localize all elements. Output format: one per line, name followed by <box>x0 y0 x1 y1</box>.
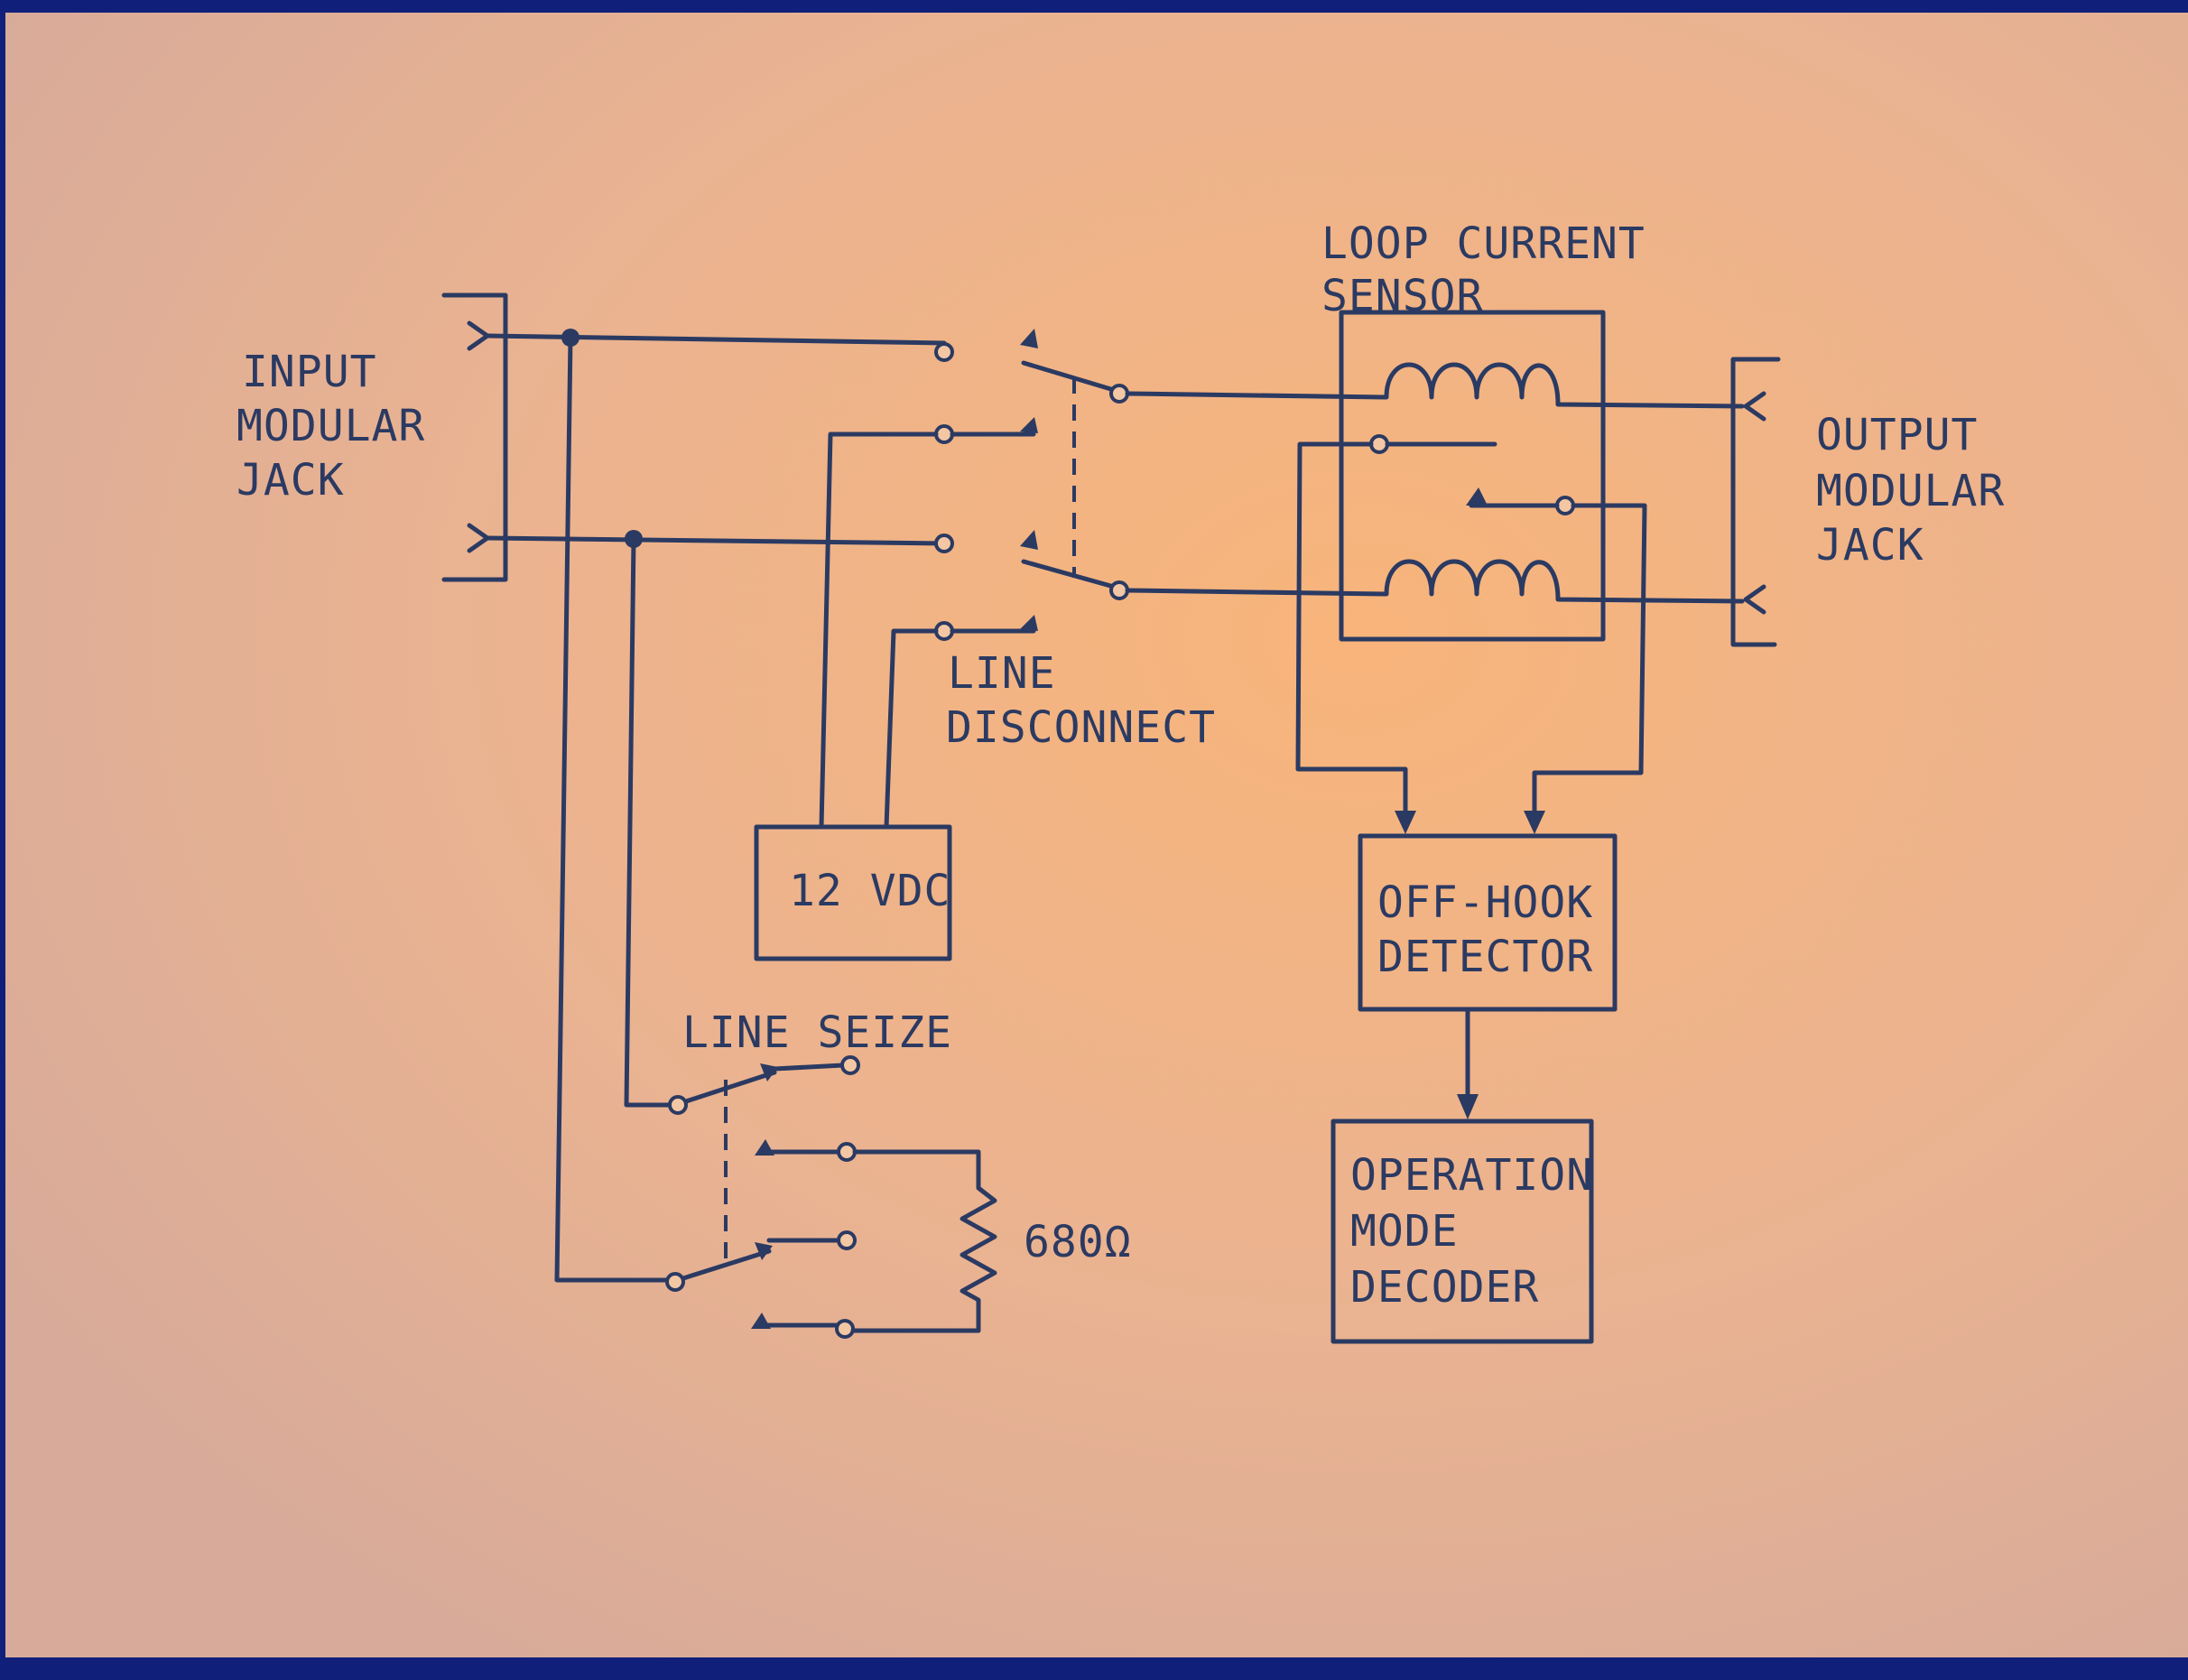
resistor-value-label: 680Ω <box>1024 1217 1132 1267</box>
off-hook-detector-block: OFF-HOOK DETECTOR <box>1358 833 1618 1012</box>
input-wires <box>485 329 947 1283</box>
input-jack-label-line-3: JACK <box>236 455 345 506</box>
decoder-label-line-1: OPERATION <box>1350 1150 1593 1201</box>
decoder-label-line-3: DECODER <box>1350 1262 1539 1313</box>
off-hook-label-line-2: DETECTOR <box>1377 932 1593 982</box>
line-disconnect-label-line-2: DISCONNECT <box>946 702 1216 753</box>
loop-current-sensor <box>1125 310 1745 642</box>
output-modular-jack <box>1730 357 1781 647</box>
loop-sensor-label-line-2: SENSOR <box>1321 271 1483 321</box>
output-jack-label-line-3: JACK <box>1816 520 1924 571</box>
supply-wires <box>819 432 939 830</box>
sensor-to-detector-wires <box>1295 441 1647 834</box>
line-disconnect-label-line-1: LINE <box>948 648 1056 699</box>
decoder-label-line-2: MODE <box>1350 1206 1459 1257</box>
paper-background <box>5 13 2188 1657</box>
loop-sensor-label-line-1: LOOP CURRENT <box>1321 218 1646 269</box>
line-seize-relay <box>665 1055 997 1339</box>
input-jack-label-line-2: MODULAR <box>236 401 425 451</box>
line-disconnect-relay <box>934 329 1129 641</box>
power-supply-block: 12 VDC <box>754 824 952 961</box>
output-jack-label-line-2: MODULAR <box>1816 466 2005 516</box>
line-seize-label: LINE SEIZE <box>682 1007 952 1058</box>
power-supply-label: 12 VDC <box>789 866 950 916</box>
output-jack-label-line-1: OUTPUT <box>1816 410 1978 460</box>
input-jack-label-line-1: INPUT <box>242 347 377 397</box>
off-hook-label-line-1: OFF-HOOK <box>1377 877 1593 928</box>
labels: INPUT MODULAR JACK LOOP CURRENT SENSOR O… <box>236 218 2005 1267</box>
operation-mode-decoder-block: OPERATION MODE DECODER <box>1330 1118 1594 1344</box>
detector-to-decoder-arrow <box>1457 1007 1479 1119</box>
